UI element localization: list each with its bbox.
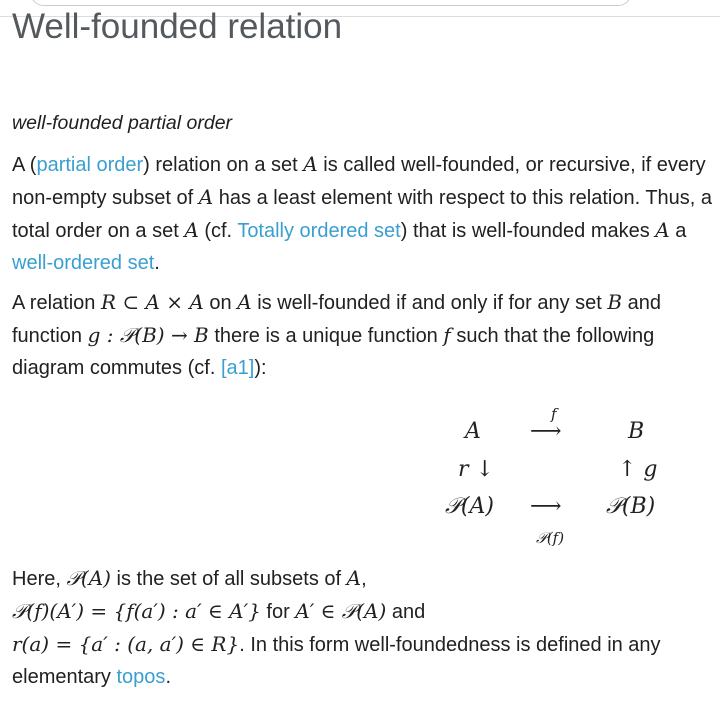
math-A: A bbox=[184, 218, 199, 242]
math-power-set-A: 𝒫(A) bbox=[66, 566, 111, 590]
diagram-top-left: A bbox=[465, 419, 481, 444]
diagram-bottom-left: 𝒫(A) bbox=[445, 494, 494, 519]
math-A-prime-in: A′ ∈ 𝒫(A) bbox=[295, 599, 387, 623]
math-A: A bbox=[303, 152, 318, 176]
paragraph-diagram-intro: A relation R ⊂ A × A on A is well-founde… bbox=[12, 290, 662, 379]
link-totally-ordered-set[interactable]: Totally ordered set bbox=[237, 220, 401, 242]
subtitle: well-founded partial order bbox=[12, 112, 233, 134]
diagram-mid-right: ↑ g bbox=[618, 457, 658, 482]
math-A: A bbox=[346, 566, 362, 590]
math-A: A bbox=[237, 290, 252, 314]
diagram-bottom-right: 𝒫(B) bbox=[606, 494, 656, 519]
commutative-diagram: A f ⟶ B r ↓ ↑ g 𝒫(A) ⟶ 𝒫(f) 𝒫(B) bbox=[420, 398, 700, 550]
link-partial-order[interactable]: partial order bbox=[36, 154, 144, 176]
math-B: B bbox=[607, 290, 623, 314]
math-f: f bbox=[443, 323, 451, 347]
paragraph-explanation: Here, 𝒫(A) is the set of all subsets of … bbox=[12, 566, 661, 688]
math-r-definition: r(a) = {a′ : (a, a′) ∈ R} bbox=[12, 632, 240, 656]
link-topos[interactable]: topos bbox=[116, 666, 166, 688]
math-A: A bbox=[198, 185, 214, 209]
diagram-top-arrow-label: f bbox=[551, 405, 557, 423]
diagram-mid-left: r ↓ bbox=[458, 457, 494, 482]
link-well-ordered-set[interactable]: well-ordered set bbox=[12, 252, 155, 274]
link-reference-a1[interactable]: [a1] bbox=[220, 357, 255, 379]
diagram-bottom-arrow-label: 𝒫(f) bbox=[536, 529, 565, 547]
paragraph-definition: A (partial order) relation on a set A is… bbox=[12, 152, 713, 274]
diagram-bottom-arrow: ⟶ bbox=[530, 494, 562, 519]
diagram-top-arrow: ⟶ bbox=[530, 419, 562, 444]
math-relation: R ⊂ A × A bbox=[100, 290, 204, 314]
math-A: A bbox=[655, 218, 670, 242]
page-title: Well-founded relation bbox=[12, 7, 343, 46]
math-function-g: g : 𝒫(B) → B bbox=[87, 323, 209, 347]
diagram-top-right: B bbox=[628, 419, 645, 444]
math-power-set-map: 𝒫(f)(A′) = {f(a′) : a′ ∈ A′} bbox=[12, 599, 261, 623]
top-bar bbox=[0, 0, 720, 17]
